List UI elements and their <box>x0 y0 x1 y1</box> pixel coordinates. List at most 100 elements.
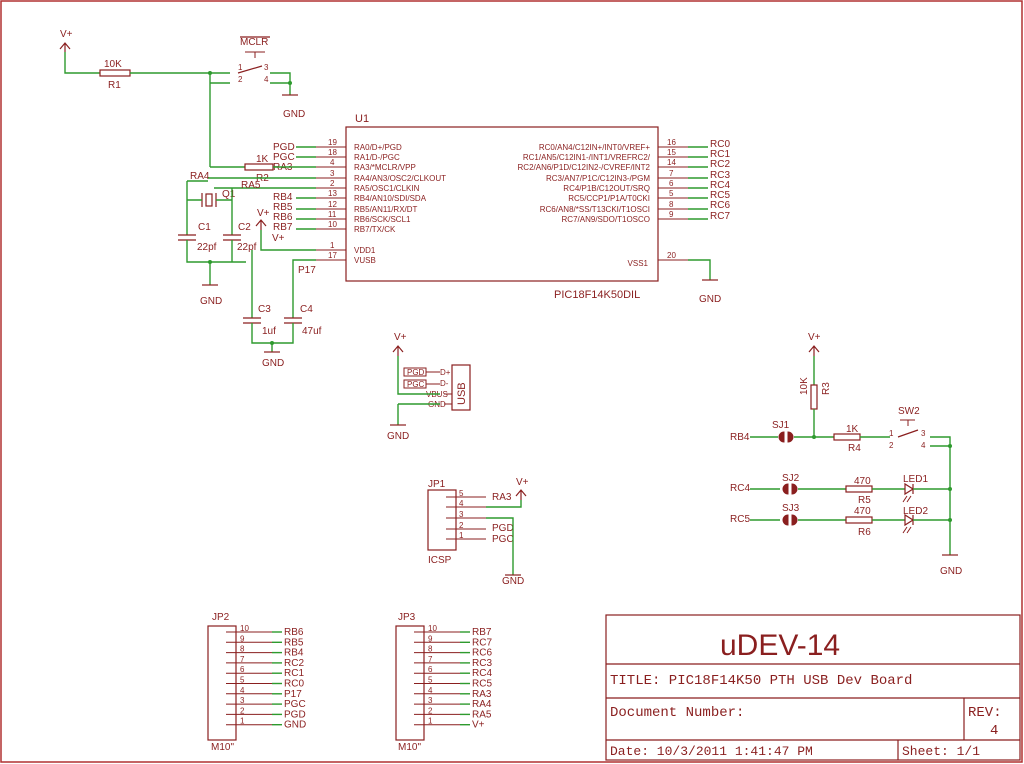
u1-pin-num: 18 <box>328 148 337 157</box>
header-pin-net: RB4 <box>284 648 304 659</box>
gnd-label-1: GND <box>283 109 305 120</box>
header-pin-net: V+ <box>472 720 485 731</box>
u1-pin-num: 10 <box>328 220 337 229</box>
r1-name: R1 <box>108 80 121 91</box>
r5-name: R5 <box>858 495 871 506</box>
u1-pin-net: RC7 <box>710 211 730 222</box>
u1-pin-net: RB7 <box>273 222 293 233</box>
header-pin-net: RC0 <box>284 679 304 690</box>
u1-pin-label: RC1/AN5/C12IN1-/INT1/VREFRC2/ <box>523 153 651 162</box>
u1-power-num: 1 <box>330 241 335 250</box>
u1-power-label: VDD1 <box>354 246 376 255</box>
u1-pin-label: RA0/D+/PGD <box>354 143 402 152</box>
gnd-label-jp1: GND <box>502 576 524 587</box>
u1-pin-num: 19 <box>328 138 337 147</box>
u1-pin-net: PGC <box>273 152 295 163</box>
header-pin-net: RA3 <box>472 689 492 700</box>
usb-label: USB <box>456 382 468 405</box>
u1-pin-num: 4 <box>330 158 335 167</box>
u1-pin-net: RB4 <box>273 192 293 203</box>
header-pin-net: GND <box>284 720 306 731</box>
header-pin-net: RC3 <box>472 658 492 669</box>
sj3-label: SJ3 <box>782 503 800 514</box>
rc5-label: RC5 <box>730 514 750 525</box>
header-pin-num: 10 <box>428 624 437 633</box>
header-pin-num: 7 <box>240 655 245 664</box>
header-pin-net: RA5 <box>472 709 492 720</box>
rev-label: REV: <box>968 705 1002 721</box>
rb4-label: RB4 <box>730 432 750 443</box>
oscillator-section: 1K R2 RA4 RA5 Q1 C1 22pf C2 22pf GND <box>178 154 316 307</box>
u1-pin-label: RC2/AN6/P1D/C12IN2-/CVREF/INT2 <box>518 163 651 172</box>
header-pin-num: 10 <box>240 624 249 633</box>
jp3-name: JP3 <box>398 612 416 623</box>
u1-pin-label: RC5/CCP1/P1A/T0CKI <box>568 194 650 203</box>
jp2-name: JP2 <box>212 612 230 623</box>
svg-text:3: 3 <box>921 429 926 438</box>
r6-value: 470 <box>854 506 871 517</box>
usb-pad-dm: D- <box>440 379 449 388</box>
power-caps-section: V+ V+ P17 C3 1uf C4 47uf GND <box>243 208 322 369</box>
sheet-line: Sheet: 1/1 <box>902 744 980 759</box>
vplus-label-r3: V+ <box>808 332 821 343</box>
u1-pin-net: RB6 <box>273 212 293 223</box>
u1-pin-num: 16 <box>667 138 676 147</box>
jp1-name: JP1 <box>428 479 446 490</box>
r3-value: 10K <box>799 377 810 395</box>
vplus-label-3: V+ <box>272 233 285 244</box>
jp1-pin-net: PGC <box>492 534 514 545</box>
u1-part: PIC18F14K50DIL <box>554 289 640 301</box>
usb-connector: V+ PGD PGC VBUS GND D+ D- USB GND <box>387 332 471 442</box>
u1-pin-num: 9 <box>669 210 674 219</box>
svg-text:4: 4 <box>921 441 926 450</box>
rc4-label: RC4 <box>730 483 750 494</box>
header-pin-net: RC4 <box>472 668 492 679</box>
u1-pin-num: 15 <box>667 148 676 157</box>
c2-name: C2 <box>238 222 251 233</box>
u1-pin-net: RC4 <box>710 180 730 191</box>
jp2-part: M10" <box>211 742 234 753</box>
header-pin-num: 4 <box>428 686 433 695</box>
usb-pin-pgd: PGD <box>407 368 425 377</box>
u1-pin-num: 8 <box>669 200 674 209</box>
header-pin-net: P17 <box>284 689 302 700</box>
header-pin-num: 3 <box>428 696 433 705</box>
u1-body <box>345 126 659 282</box>
r3-name: R3 <box>821 382 832 395</box>
header-pin-num: 1 <box>428 717 433 726</box>
jp1-pin-num: 3 <box>459 510 464 519</box>
header-pin-num: 4 <box>240 686 245 695</box>
header-pin-num: 2 <box>240 706 245 715</box>
gnd-label-osc: GND <box>200 296 222 307</box>
svg-text:3: 3 <box>264 63 269 72</box>
vplus-label-1: V+ <box>60 29 73 40</box>
r6-name: R6 <box>858 527 871 538</box>
sw2-label: SW2 <box>898 406 920 417</box>
r2-value: 1K <box>256 154 269 165</box>
vplus-label-usb: V+ <box>394 332 407 343</box>
c4-value: 47uf <box>302 326 322 337</box>
u1-pin-label: RC3/AN7/P1C/C12IN3-/PGM <box>546 174 650 183</box>
r4-value: 1K <box>846 424 859 435</box>
ra4-label: RA4 <box>190 171 210 182</box>
header-pin-net: RB7 <box>472 627 492 638</box>
mclr-label: MCLR <box>240 37 268 48</box>
title-line: TITLE: PIC18F14K50 PTH USB Dev Board <box>610 673 912 689</box>
gnd-label-caps: GND <box>262 358 284 369</box>
u1-pin-label: RA5/OSC1/CLKIN <box>354 184 420 193</box>
u1-pin-net: RC5 <box>710 190 730 201</box>
rev-value: 4 <box>990 723 998 739</box>
p17-label: P17 <box>298 265 316 276</box>
header-pin-num: 5 <box>428 676 433 685</box>
u1-pin-num: 12 <box>328 200 337 209</box>
ra5-label: RA5 <box>241 180 261 191</box>
svg-text:4: 4 <box>264 75 269 84</box>
u1-pin-num: 3 <box>330 169 335 178</box>
header-pin-num: 2 <box>428 706 433 715</box>
header-pin-net: PGD <box>284 709 306 720</box>
u1-power-label: VUSB <box>354 256 376 265</box>
gnd-label-usb: GND <box>387 431 409 442</box>
led2-label: LED2 <box>903 506 928 517</box>
